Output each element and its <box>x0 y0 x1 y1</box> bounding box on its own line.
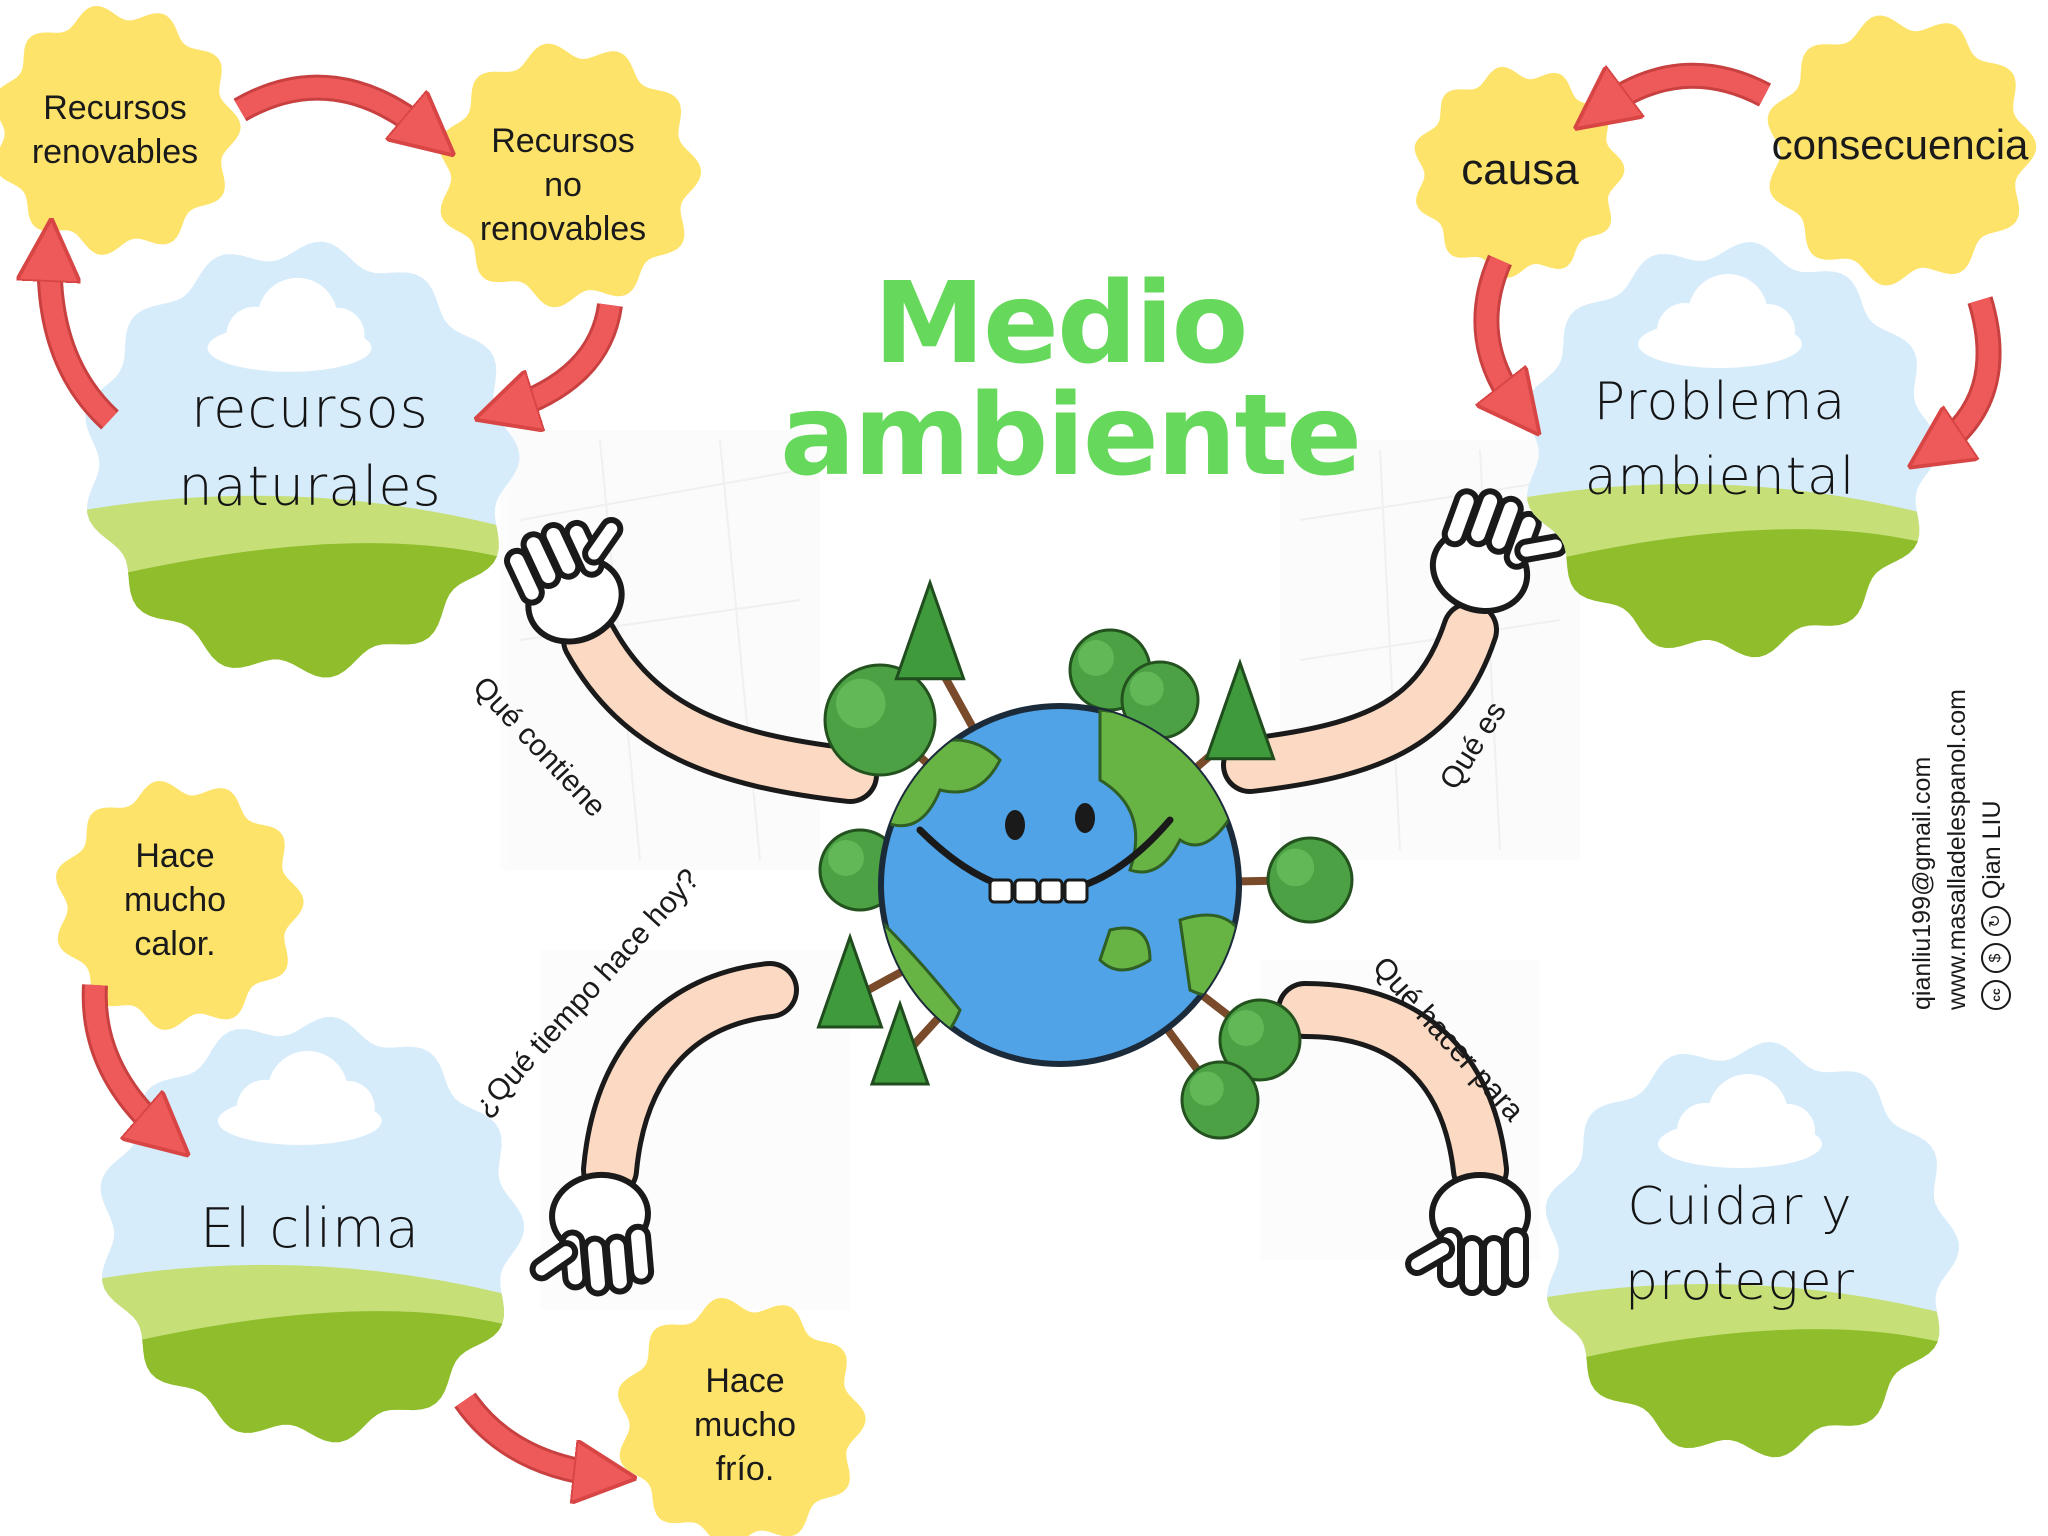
leaf-bubble-causa <box>1414 66 1625 278</box>
connector-arrows <box>50 62 2002 1475</box>
hand-icon <box>1405 1172 1531 1296</box>
arms-group <box>504 488 1568 1297</box>
tree-icon <box>1136 990 1260 1140</box>
leaf-bubbles <box>0 6 2037 1536</box>
credits-email: qianliu199@gmail.com <box>1908 756 1936 1010</box>
arrow-consecuencia-to-causa <box>1600 62 1772 110</box>
cloud-icon <box>217 1050 382 1145</box>
tree-icon <box>1184 836 1354 924</box>
hub-label-problema-ambiental: Problema ambiental <box>1584 372 1856 508</box>
cloud-icon <box>1638 274 1802 368</box>
arrow-problema-to-consecuencia <box>1935 296 2002 450</box>
leaf-bubble-recursos-no-renovables <box>438 43 701 308</box>
hub-label-cuidar-y-proteger: Cuidar y proteger <box>1624 1177 1855 1313</box>
earth-globe <box>816 578 1354 1140</box>
leaf-bubble-hace-mucho-frio <box>618 1298 866 1536</box>
arm-upper-right <box>1221 488 1568 794</box>
credits-block: qianliu199@gmail.com www.masalladelespan… <box>1905 689 2011 1010</box>
arrow-calor-to-clima <box>81 984 165 1135</box>
arrow-causa-to-problema <box>1473 254 1520 410</box>
attribution-icon: $ <box>1981 943 2011 974</box>
arrow-recursos-to-renovables <box>50 250 120 430</box>
title-line-1: Medio <box>873 259 1249 389</box>
cloud-icon <box>1658 1074 1822 1168</box>
arm-lower-right <box>1276 981 1531 1296</box>
arrow-no-renovables-to-recursos <box>505 302 623 410</box>
credits-author: cc $ ↻ Qian LIU <box>1975 689 2011 1010</box>
leaf-bubble-hace-mucho-calor <box>56 781 304 1030</box>
leaf-bubble-consecuencia <box>1767 15 2037 286</box>
title-line-2: ambiente <box>780 371 1362 501</box>
hand-icon <box>529 1171 655 1297</box>
hand-icon <box>504 516 625 645</box>
cloud-icon <box>207 277 372 372</box>
hub-label-recursos-naturales: recursos naturales <box>178 377 442 519</box>
smiley-face <box>916 803 1174 904</box>
globe-continents <box>880 708 1240 1048</box>
hand-icon <box>1429 488 1568 615</box>
hub-bubble-el-clima <box>100 1016 524 1443</box>
leaf-bubble-recursos-renovables <box>0 6 241 255</box>
credits-website: www.masalladelespanol.com <box>1943 689 1971 1010</box>
hub-label-el-clima: El clima <box>200 1197 420 1260</box>
arm-upper-left <box>504 516 879 804</box>
credits-author-name: Qian LIU <box>1978 800 2006 900</box>
arm-lower-left <box>529 961 799 1297</box>
arrow-renovables-to-no-renovables <box>233 74 430 135</box>
share-alike-icon: ↻ <box>1981 906 2011 937</box>
arrow-clima-to-frio <box>454 1392 605 1475</box>
creative-commons-icon: cc <box>1981 980 2011 1010</box>
diagram-title: Medio ambiente <box>780 259 1362 501</box>
